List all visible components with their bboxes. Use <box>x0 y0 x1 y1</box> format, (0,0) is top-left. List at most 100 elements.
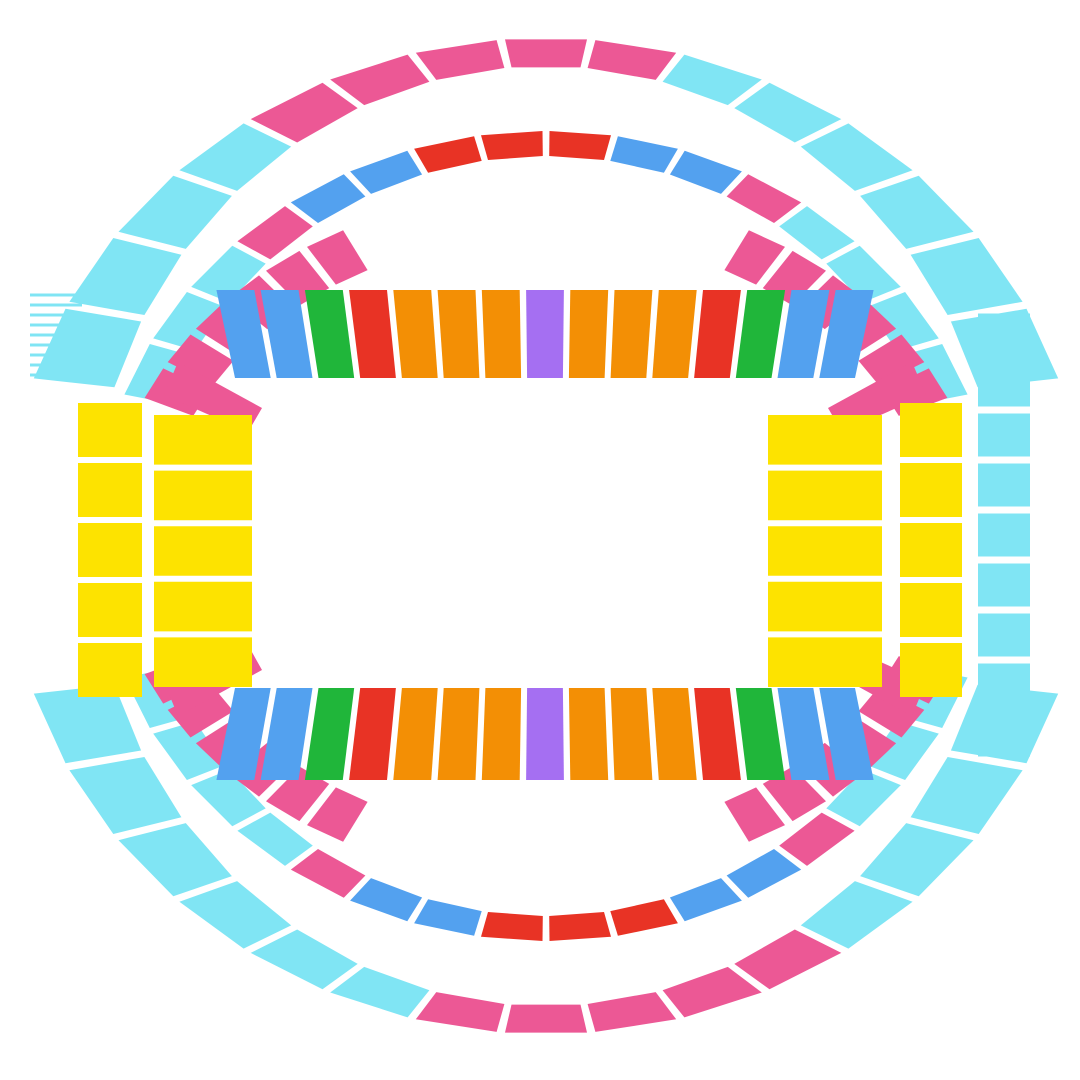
endzone-west-inner-section-2[interactable] <box>154 470 252 521</box>
upper-outer-north-section-2[interactable] <box>69 238 182 315</box>
upper-inner-south-section-12[interactable] <box>290 849 366 898</box>
upper-inner-south-section-10[interactable] <box>414 899 482 936</box>
upper-inner-north-section-3[interactable] <box>191 245 266 303</box>
lower-north-section-3[interactable] <box>304 290 355 378</box>
upper-west-section-6[interactable] <box>30 343 82 347</box>
upper-west-section-9[interactable] <box>30 373 82 377</box>
lower-south-section-5[interactable] <box>393 688 438 780</box>
endzone-west-inner-section-4[interactable] <box>154 581 252 632</box>
middle-southeast-section-6[interactable] <box>724 787 785 842</box>
upper-outer-north-section-11[interactable] <box>734 82 842 143</box>
upper-inner-north-section-12[interactable] <box>726 174 802 223</box>
upper-outer-north-section-7[interactable] <box>415 40 505 80</box>
upper-west-section-2[interactable] <box>30 303 82 307</box>
upper-west-section-4[interactable] <box>30 323 82 327</box>
upper-outer-north-section-14[interactable] <box>910 238 1023 315</box>
upper-west-section-8[interactable] <box>30 363 82 367</box>
upper-outer-south-section-13[interactable] <box>118 823 232 897</box>
lower-south-section-2[interactable] <box>260 688 313 780</box>
lower-south-section-15[interactable] <box>819 688 874 780</box>
middle-northeast-section-5[interactable] <box>858 334 925 385</box>
lower-south-section-7[interactable] <box>481 688 522 780</box>
upper-west-section-5[interactable] <box>30 333 82 337</box>
endzone-west-outer-section-3[interactable] <box>78 523 142 577</box>
middle-southwest-section-2[interactable] <box>266 766 330 822</box>
upper-outer-north-section-13[interactable] <box>860 175 974 249</box>
endzone-east-inner-section-4[interactable] <box>768 581 882 632</box>
upper-outer-south-section-11[interactable] <box>250 929 358 990</box>
upper-outer-south-section-3[interactable] <box>860 823 974 897</box>
middle-northeast-section-1[interactable] <box>724 230 785 285</box>
upper-outer-south-section-14[interactable] <box>69 757 182 834</box>
upper-inner-north-section-10[interactable] <box>610 136 678 173</box>
lower-south-section-6[interactable] <box>437 688 480 780</box>
upper-west-section-3[interactable] <box>30 313 82 317</box>
lower-north-section-1[interactable] <box>216 290 271 378</box>
lower-north-section-7[interactable] <box>481 290 522 378</box>
lower-south-section-12[interactable] <box>694 688 741 780</box>
middle-northwest-section-2[interactable] <box>167 334 234 385</box>
upper-east-section-7[interactable] <box>978 613 1030 657</box>
upper-outer-south-section-2[interactable] <box>910 757 1023 834</box>
upper-inner-north-section-6[interactable] <box>350 150 423 194</box>
lower-north-section-9[interactable] <box>568 290 609 378</box>
upper-outer-north-section-8[interactable] <box>505 39 587 68</box>
middle-southeast-section-2[interactable] <box>858 687 925 738</box>
upper-east-section-9[interactable] <box>978 713 1030 757</box>
middle-southwest-section-5[interactable] <box>167 687 234 738</box>
endzone-west-inner-section-3[interactable] <box>154 526 252 576</box>
upper-outer-north-section-3[interactable] <box>118 175 232 249</box>
lower-south-section-13[interactable] <box>735 688 786 780</box>
endzone-east-outer-section-3[interactable] <box>900 523 962 577</box>
upper-outer-south-section-9[interactable] <box>415 992 505 1032</box>
lower-south-section-10[interactable] <box>610 688 653 780</box>
upper-inner-north-section-5[interactable] <box>290 174 366 223</box>
upper-inner-south-section-7[interactable] <box>610 899 678 936</box>
endzone-west-inner-section-5[interactable] <box>154 637 252 687</box>
lower-south-section-14[interactable] <box>777 688 830 780</box>
middle-southwest-section-1[interactable] <box>307 787 368 842</box>
upper-west-section-1[interactable] <box>30 293 82 297</box>
middle-southeast-section-5[interactable] <box>762 766 826 822</box>
upper-inner-south-section-8[interactable] <box>549 912 611 941</box>
upper-outer-south-section-5[interactable] <box>734 929 842 990</box>
endzone-west-outer-section-1[interactable] <box>78 403 142 457</box>
endzone-west-outer-section-2[interactable] <box>78 463 142 517</box>
lower-north-section-13[interactable] <box>735 290 786 378</box>
upper-outer-north-section-9[interactable] <box>587 40 677 80</box>
upper-east-section-6[interactable] <box>978 563 1030 607</box>
upper-west-section-7[interactable] <box>30 353 82 357</box>
endzone-east-inner-section-3[interactable] <box>768 526 882 576</box>
upper-outer-north-section-1[interactable] <box>33 308 142 388</box>
upper-inner-south-section-9[interactable] <box>481 912 543 941</box>
endzone-east-inner-section-2[interactable] <box>768 470 882 521</box>
endzone-west-outer-section-5[interactable] <box>78 643 142 697</box>
upper-inner-north-section-4[interactable] <box>237 206 313 260</box>
upper-outer-south-section-12[interactable] <box>179 881 292 949</box>
upper-inner-south-section-4[interactable] <box>779 812 855 866</box>
upper-inner-south-section-15[interactable] <box>153 721 226 780</box>
upper-outer-north-section-4[interactable] <box>179 123 292 191</box>
upper-east-section-4[interactable] <box>978 463 1030 507</box>
lower-north-section-4[interactable] <box>349 290 396 378</box>
upper-inner-south-section-3[interactable] <box>826 769 901 827</box>
lower-north-section-2[interactable] <box>260 290 313 378</box>
upper-outer-south-section-15[interactable] <box>33 684 142 764</box>
lower-south-section-1[interactable] <box>216 688 271 780</box>
upper-inner-north-section-9[interactable] <box>549 131 611 160</box>
middle-northwest-section-6[interactable] <box>307 230 368 285</box>
lower-south-section-8[interactable] <box>526 688 564 780</box>
upper-east-section-3[interactable] <box>978 413 1030 457</box>
upper-inner-south-section-5[interactable] <box>726 849 802 898</box>
endzone-east-inner-section-1[interactable] <box>768 415 882 465</box>
upper-inner-north-section-15[interactable] <box>866 292 939 351</box>
lower-north-section-15[interactable] <box>819 290 874 378</box>
upper-outer-north-section-12[interactable] <box>800 123 913 191</box>
upper-east-section-8[interactable] <box>978 663 1030 707</box>
lower-south-section-11[interactable] <box>652 688 697 780</box>
endzone-west-inner-section-1[interactable] <box>154 415 252 465</box>
upper-outer-north-section-6[interactable] <box>330 54 430 106</box>
upper-inner-north-section-13[interactable] <box>779 206 855 260</box>
upper-east-section-5[interactable] <box>978 513 1030 557</box>
lower-northwest-corner[interactable] <box>164 362 262 432</box>
